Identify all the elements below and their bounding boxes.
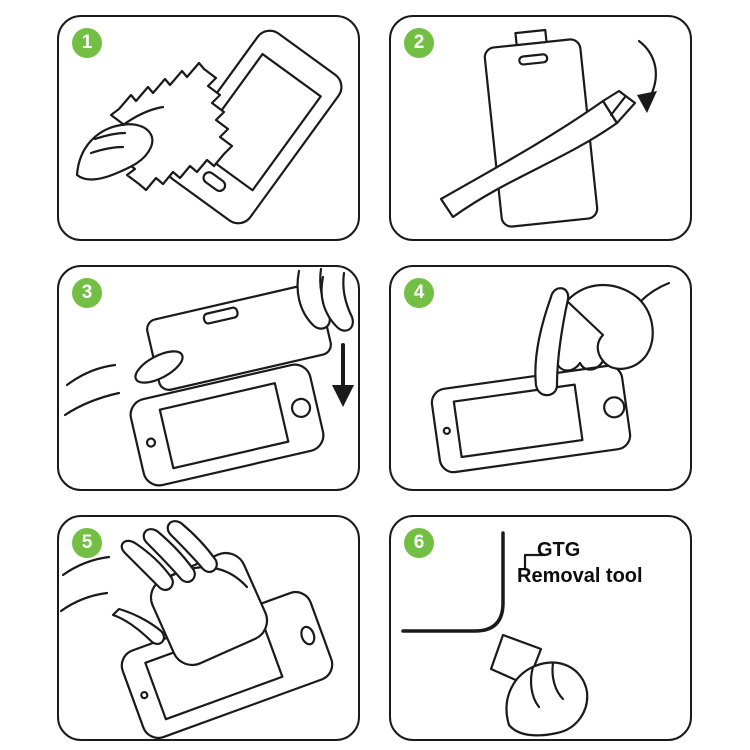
thumb — [134, 350, 184, 384]
step-number-badge: 2 — [404, 28, 434, 58]
step-panel-3: 3 — [57, 265, 360, 491]
step-panel-1: 1 — [57, 15, 360, 241]
press-screen-illustration — [430, 281, 671, 474]
finger — [166, 520, 218, 574]
step-number-badge: 4 — [404, 278, 434, 308]
hand — [505, 661, 589, 737]
step-panel-6: 6 GTG Removal tool — [389, 515, 692, 741]
align-protector-illustration — [63, 267, 354, 487]
step-panel-5: 5 — [57, 515, 360, 741]
step-number-badge: 3 — [72, 278, 102, 308]
finger — [142, 528, 196, 584]
label-leader-line — [523, 553, 547, 571]
screen-corner — [401, 531, 505, 633]
step-number-badge: 1 — [72, 28, 102, 58]
hand — [565, 283, 654, 370]
smooth-cloth-illustration — [59, 520, 334, 739]
removal-tool-label-line2: Removal tool — [517, 565, 643, 587]
curved-arrow — [637, 39, 657, 101]
step-panel-2: 2 — [389, 15, 692, 241]
peel-film-illustration — [439, 28, 657, 228]
finger — [320, 271, 354, 332]
step-panel-4: 4 — [389, 265, 692, 491]
removal-tool-illustration — [401, 531, 589, 737]
index-finger — [534, 287, 570, 397]
step-number-badge: 6 — [404, 528, 434, 558]
removal-tool-label: GTG Removal tool — [517, 537, 643, 589]
clean-screen-illustration — [75, 29, 343, 225]
finger — [120, 539, 174, 592]
thumb — [111, 607, 166, 646]
removal-tool-label-line1: GTG — [537, 539, 581, 561]
step-number-badge: 5 — [72, 528, 102, 558]
